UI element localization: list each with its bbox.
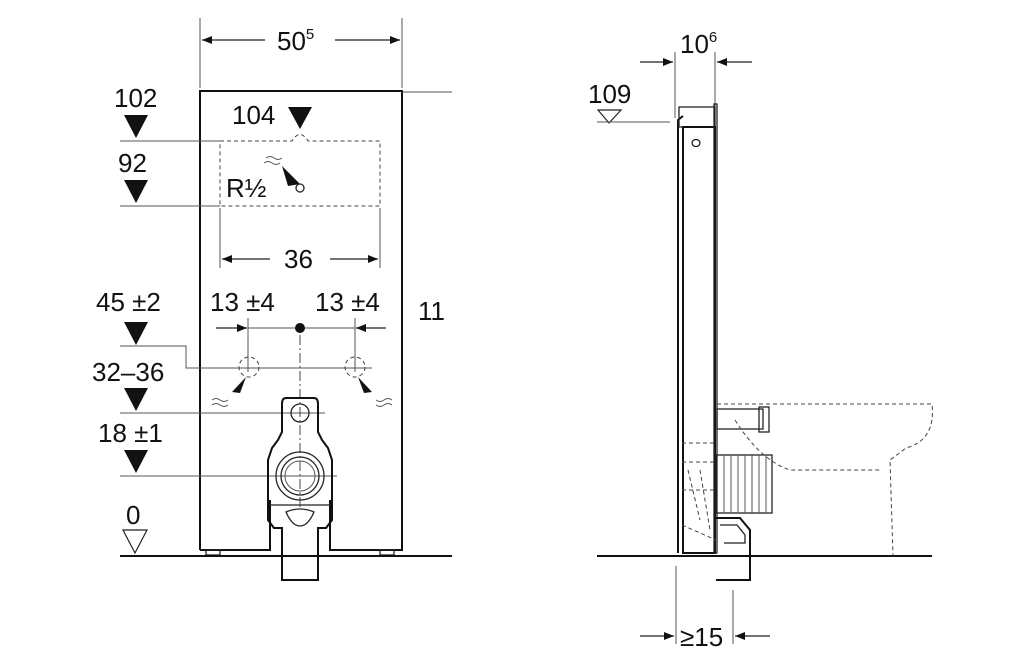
level-marker-icon xyxy=(124,388,148,411)
level-109-label: 109 xyxy=(588,79,631,109)
level-marker-icon xyxy=(288,107,312,129)
level-0-label: 0 xyxy=(126,500,140,530)
level-92-label: 92 xyxy=(118,148,147,178)
offset-right-label: 13 ±4 xyxy=(315,287,380,317)
drain-connector xyxy=(715,454,773,514)
water-supply-icon xyxy=(263,156,305,193)
level-marker-icon xyxy=(124,180,148,203)
panel-side xyxy=(677,103,718,554)
level-32-36-label: 32–36 xyxy=(92,357,164,387)
spacing-36-label: 36 xyxy=(284,244,313,274)
floor-level-icon xyxy=(122,529,148,555)
level-marker-icon xyxy=(124,450,148,473)
min-distance-label: ≥15 xyxy=(680,622,723,652)
depth-label: 106 xyxy=(680,29,717,59)
level-45-label: 45 ±2 xyxy=(96,287,161,317)
supply-connection-right xyxy=(344,356,366,378)
level-104-label: 104 xyxy=(232,100,275,130)
side-view: 106 109 ≥15 xyxy=(588,29,933,652)
offset-left-label: 13 ±4 xyxy=(210,287,275,317)
level-marker-icon xyxy=(596,109,623,124)
water-supply-icon xyxy=(211,377,393,407)
drain-assembly xyxy=(267,335,333,581)
panel-outline xyxy=(199,90,403,551)
side-label: 11 xyxy=(418,296,445,326)
front-view: 505 102 104 92 R½ 36 4 xyxy=(92,18,452,581)
level-102-label: 102 xyxy=(114,83,157,113)
cistern-area xyxy=(219,134,381,207)
level-marker-icon xyxy=(124,322,148,345)
toilet-outline xyxy=(717,403,933,557)
thread-label: R½ xyxy=(226,173,266,203)
width-dimension: 505 xyxy=(199,18,403,88)
level-marker-icon xyxy=(124,115,148,138)
level-18-label: 18 ±1 xyxy=(98,418,163,448)
supply-connection-left xyxy=(238,356,260,378)
width-label: 505 xyxy=(277,26,314,56)
